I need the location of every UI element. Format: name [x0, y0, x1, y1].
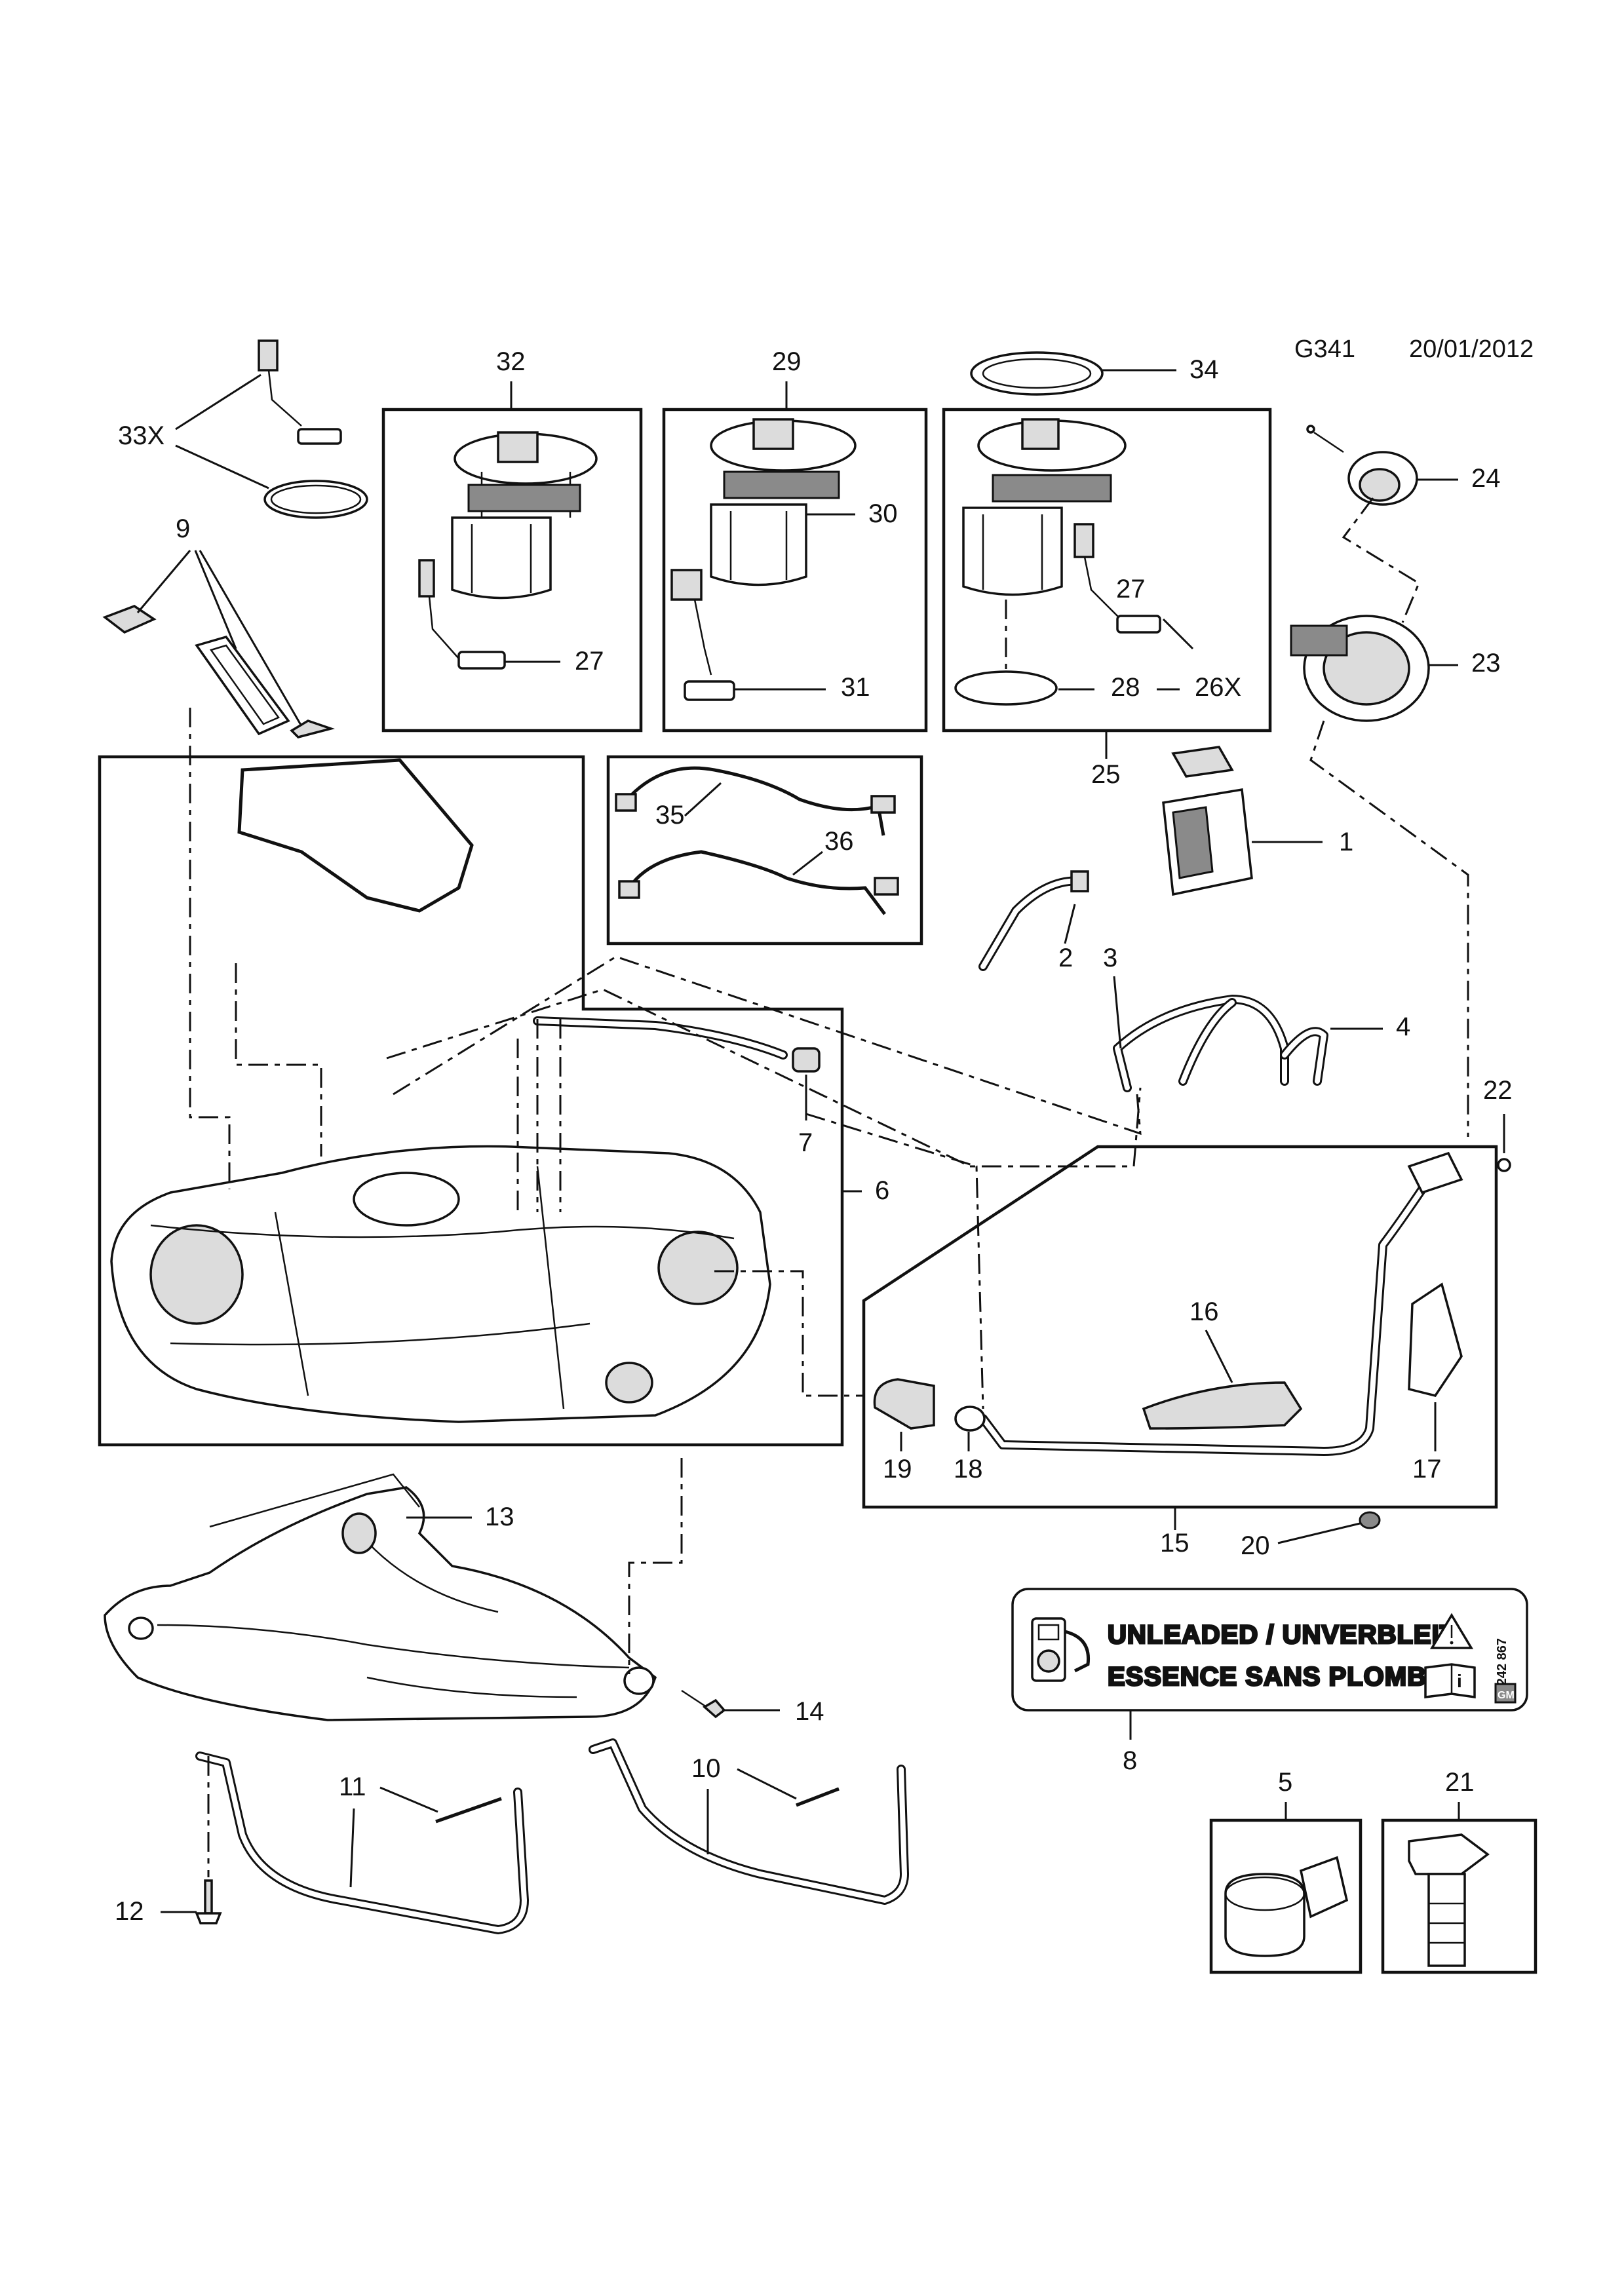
- callout-10: 10: [691, 1754, 721, 1783]
- diagram-date: 20/01/2012: [1409, 335, 1534, 363]
- callout-7: 7: [798, 1128, 813, 1157]
- callout-13: 13: [485, 1502, 514, 1531]
- callout-22: 22: [1483, 1076, 1513, 1105]
- callout-16: 16: [1189, 1297, 1219, 1326]
- filler-housing-23: [1290, 615, 1430, 722]
- fuel-label-8: UNLEADED / UNVERBLEIT ESSENCE SANS PLOMB…: [1011, 1588, 1528, 1712]
- callout-1: 1: [1339, 828, 1353, 856]
- fuel-pump-module-29: [670, 418, 857, 701]
- hoses-2-3-4: [978, 870, 1328, 1092]
- callout-5: 5: [1278, 1768, 1292, 1797]
- box-pump-29: [662, 408, 928, 733]
- fuel-pump-module-25: [954, 351, 1161, 706]
- fuel-cap-24: [1306, 425, 1418, 506]
- callout-27a: 27: [575, 647, 604, 676]
- callout-19: 19: [883, 1455, 912, 1483]
- callout-21: 21: [1445, 1768, 1475, 1797]
- wiring-harness-35-36: [615, 766, 899, 915]
- callout-4: 4: [1396, 1012, 1410, 1041]
- svg-text:i: i: [1457, 1671, 1462, 1691]
- callout-28: 28: [1111, 673, 1140, 702]
- label-line-2: ESSENCE SANS PLOMB: [1108, 1662, 1427, 1691]
- sender-unit-33x: [258, 339, 368, 519]
- bolt-14: [681, 1689, 726, 1719]
- callout-14: 14: [795, 1697, 824, 1726]
- clip-5: [1224, 1856, 1349, 1957]
- label-line-1: UNLEADED / UNVERBLEIT: [1108, 1620, 1456, 1649]
- fuel-tank-6: [110, 758, 821, 1423]
- callout-26x: 26X: [1195, 673, 1241, 702]
- callout-6: 6: [875, 1176, 889, 1205]
- callout-29: 29: [772, 347, 802, 376]
- callout-36: 36: [824, 827, 854, 856]
- callout-17: 17: [1412, 1455, 1442, 1483]
- callout-31: 31: [841, 673, 870, 702]
- callout-27b: 27: [1116, 575, 1146, 603]
- bolt-21: [1408, 1833, 1490, 1967]
- callout-12: 12: [115, 1897, 144, 1926]
- svg-text:GM: GM: [1498, 1690, 1515, 1701]
- callout-35: 35: [655, 801, 685, 830]
- callout-23: 23: [1471, 649, 1501, 678]
- pads-9: [102, 605, 336, 738]
- callout-30: 30: [868, 499, 898, 528]
- box-filler: [862, 1145, 1498, 1509]
- callout-3: 3: [1103, 944, 1117, 972]
- callout-32: 32: [496, 347, 526, 376]
- tank-straps-10-11: [195, 1738, 909, 1934]
- fuel-pump-icon: [1031, 1617, 1091, 1682]
- fuel-pump-module-32: [418, 431, 598, 670]
- gm-logo-icon: GM: [1494, 1683, 1517, 1704]
- info-book-icon: i: [1424, 1663, 1476, 1699]
- bolt-12: [195, 1879, 222, 1924]
- box-tank: [98, 755, 844, 1447]
- callout-24: 24: [1471, 464, 1501, 493]
- callout-33x: 33X: [118, 421, 164, 450]
- warning-triangle-icon: [1429, 1613, 1474, 1649]
- callout-2: 2: [1058, 944, 1073, 972]
- filler-tube-15: [873, 1151, 1511, 1529]
- callout-9: 9: [176, 514, 190, 543]
- diagram-code: G341: [1294, 335, 1355, 363]
- heat-shield-13: [104, 1473, 657, 1721]
- evap-canister-1: [1162, 746, 1253, 896]
- callout-8: 8: [1123, 1746, 1137, 1775]
- box-wiring: [606, 755, 923, 946]
- callout-11: 11: [339, 1772, 366, 1801]
- callout-25: 25: [1091, 760, 1121, 789]
- callout-15: 15: [1160, 1529, 1189, 1558]
- callout-18: 18: [954, 1455, 983, 1483]
- callout-34: 34: [1189, 355, 1219, 384]
- callout-20: 20: [1241, 1531, 1270, 1560]
